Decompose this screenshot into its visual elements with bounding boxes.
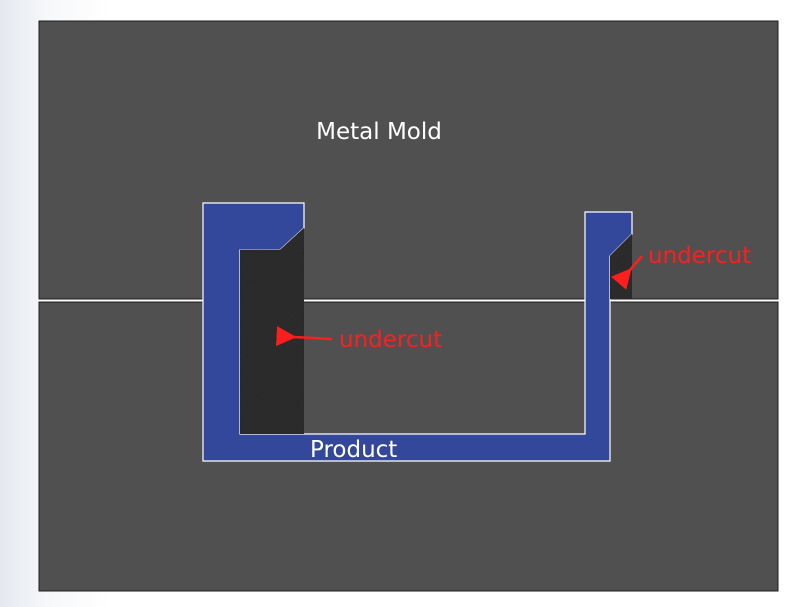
product-label: Product xyxy=(310,437,397,463)
undercut-right-label: undercut xyxy=(648,243,751,269)
undercut-left-label: undercut xyxy=(339,327,442,353)
mold-upper-half xyxy=(38,20,779,300)
undercut-right-arrow xyxy=(611,255,643,290)
undercut-left-region xyxy=(239,227,305,435)
undercut-left-arrow xyxy=(275,326,333,347)
mold-label: Metal Mold xyxy=(316,119,442,145)
